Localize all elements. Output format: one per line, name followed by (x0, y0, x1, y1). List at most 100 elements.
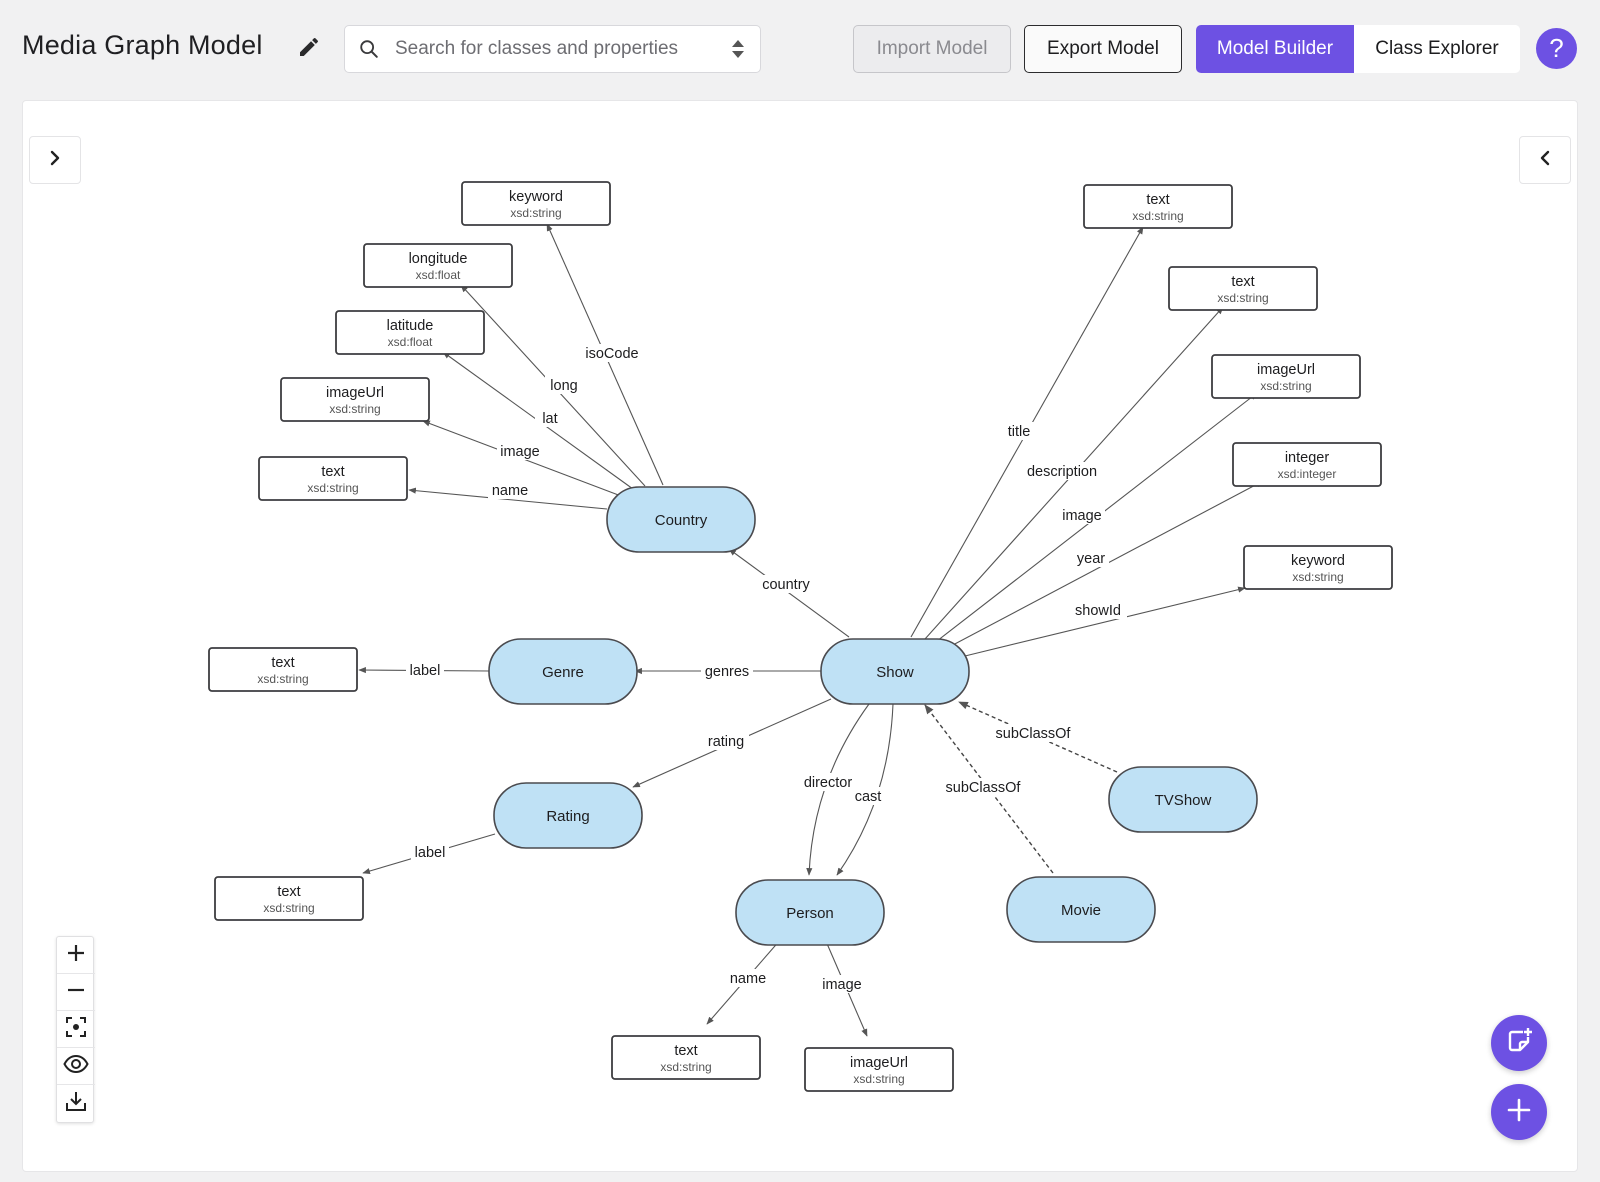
literal-node[interactable]: text xsd:string (611, 1035, 761, 1080)
literal-node[interactable]: latitude xsd:float (335, 310, 485, 355)
literal-node[interactable]: longitude xsd:float (363, 243, 513, 288)
zoom-out-button[interactable] (57, 974, 95, 1011)
open-left-panel-button[interactable] (29, 136, 81, 184)
new-note-button[interactable] (1491, 1015, 1547, 1071)
svg-text:xsd:string: xsd:string (853, 1072, 904, 1086)
literal-node[interactable]: imageUrl xsd:string (804, 1047, 954, 1092)
edge-country-image[interactable]: image (422, 420, 622, 497)
class-node-show[interactable]: Show (820, 638, 970, 705)
edge-show-image[interactable]: image (936, 392, 1258, 642)
svg-text:xsd:string: xsd:string (263, 901, 314, 915)
edge-tvshow-subclassof[interactable]: subClassOf (958, 701, 1118, 773)
edge-person-name[interactable]: name (706, 938, 782, 1025)
plus-icon (66, 943, 86, 968)
literal-node[interactable]: keyword xsd:string (461, 181, 611, 226)
svg-text:xsd:string: xsd:string (329, 402, 380, 416)
import-model-button[interactable]: Import Model (853, 25, 1011, 73)
edge-country-long[interactable]: long (460, 284, 646, 487)
class-label: Movie (1061, 902, 1101, 919)
class-node-tvshow[interactable]: TVShow (1108, 766, 1258, 833)
literal-node[interactable]: integer xsd:integer (1232, 442, 1382, 487)
literal-node[interactable]: keyword xsd:string (1243, 545, 1393, 590)
zoom-in-button[interactable] (57, 937, 95, 974)
edge-label: subClassOf (946, 780, 1022, 796)
svg-text:xsd:string: xsd:string (1132, 209, 1183, 223)
edge-show-description[interactable]: description (924, 306, 1224, 640)
edge-label: subClassOf (996, 726, 1072, 742)
edge-show-title[interactable]: title (910, 226, 1144, 638)
literal-node[interactable]: text xsd:string (1083, 184, 1233, 229)
new-note-icon (1504, 1026, 1534, 1061)
edge-person-image[interactable]: image (819, 938, 868, 1037)
edge-label: image (1062, 508, 1102, 524)
search-box[interactable] (344, 25, 761, 73)
literal-node[interactable]: text xsd:string (214, 876, 364, 921)
edge-show-genres[interactable]: genres (634, 662, 821, 680)
edge-label: long (550, 378, 577, 394)
class-node-movie[interactable]: Movie (1006, 876, 1156, 943)
class-node-country[interactable]: Country (606, 486, 756, 553)
fit-view-icon (65, 1016, 87, 1043)
visibility-button[interactable] (57, 1048, 95, 1085)
literal-node[interactable]: text xsd:string (208, 647, 358, 692)
edge-label: image (822, 977, 862, 993)
svg-text:xsd:integer: xsd:integer (1278, 467, 1337, 481)
literal-node[interactable]: imageUrl xsd:string (1211, 354, 1361, 399)
class-node-person[interactable]: Person (735, 879, 885, 946)
edge-show-director[interactable]: director (801, 703, 870, 876)
svg-text:text: text (1146, 192, 1169, 208)
fit-view-button[interactable] (57, 1011, 95, 1048)
search-icon (345, 38, 393, 60)
svg-text:text: text (321, 464, 344, 480)
help-button[interactable]: ? (1536, 28, 1577, 69)
edge-show-rating[interactable]: rating (632, 698, 832, 788)
edge-show-showid[interactable]: showId (964, 586, 1246, 657)
edge-country-name[interactable]: name (408, 481, 608, 510)
literal-node[interactable]: text xsd:string (1168, 266, 1318, 311)
svg-text:xsd:string: xsd:string (1217, 291, 1268, 305)
class-label: Genre (542, 664, 584, 681)
sort-icon[interactable] (716, 38, 760, 60)
svg-text:longitude: longitude (409, 251, 468, 267)
class-label: Show (876, 664, 914, 681)
class-label: TVShow (1155, 792, 1212, 809)
export-model-button[interactable]: Export Model (1024, 25, 1182, 73)
tab-class-explorer[interactable]: Class Explorer (1354, 25, 1520, 73)
class-node-rating[interactable]: Rating (493, 782, 643, 849)
svg-text:latitude: latitude (387, 318, 434, 334)
view-switcher: Model Builder Class Explorer (1196, 25, 1520, 73)
svg-text:xsd:string: xsd:string (510, 206, 561, 220)
graph-canvas[interactable]: isoCode long lat image name country (22, 100, 1578, 1172)
minus-icon (66, 980, 86, 1005)
edge-rating-label[interactable]: label (362, 833, 496, 874)
download-button[interactable] (57, 1085, 95, 1122)
literal-node[interactable]: text xsd:string (258, 456, 408, 501)
edge-movie-subclassof[interactable]: subClassOf (924, 704, 1054, 874)
svg-text:xsd:string: xsd:string (660, 1060, 711, 1074)
tab-model-builder[interactable]: Model Builder (1196, 25, 1354, 73)
edge-show-year[interactable]: year (950, 480, 1264, 647)
class-node-genre[interactable]: Genre (488, 638, 638, 705)
edit-title-button[interactable] (294, 34, 324, 64)
edge-show-country[interactable]: country (728, 548, 850, 638)
edge-label: name (492, 483, 528, 499)
edge-show-cast[interactable]: cast (836, 703, 894, 876)
literal-node[interactable]: imageUrl xsd:string (280, 377, 430, 422)
edge-label: title (1008, 424, 1031, 440)
add-button[interactable] (1491, 1084, 1547, 1140)
edge-country-lat[interactable]: lat (442, 351, 634, 490)
edge-label: showId (1075, 603, 1121, 619)
edge-label: label (415, 845, 446, 861)
class-label: Person (786, 905, 834, 922)
svg-text:imageUrl: imageUrl (850, 1055, 908, 1071)
canvas-toolbar (56, 936, 95, 1123)
edge-country-isocode[interactable]: isoCode (546, 223, 664, 486)
svg-text:text: text (277, 884, 300, 900)
svg-text:xsd:string: xsd:string (1260, 379, 1311, 393)
search-input[interactable] (393, 38, 716, 60)
svg-text:keyword: keyword (509, 189, 563, 205)
open-right-panel-button[interactable] (1519, 136, 1571, 184)
edge-genre-label[interactable]: label (358, 661, 490, 679)
class-label: Rating (546, 808, 589, 825)
svg-text:integer: integer (1285, 450, 1330, 466)
